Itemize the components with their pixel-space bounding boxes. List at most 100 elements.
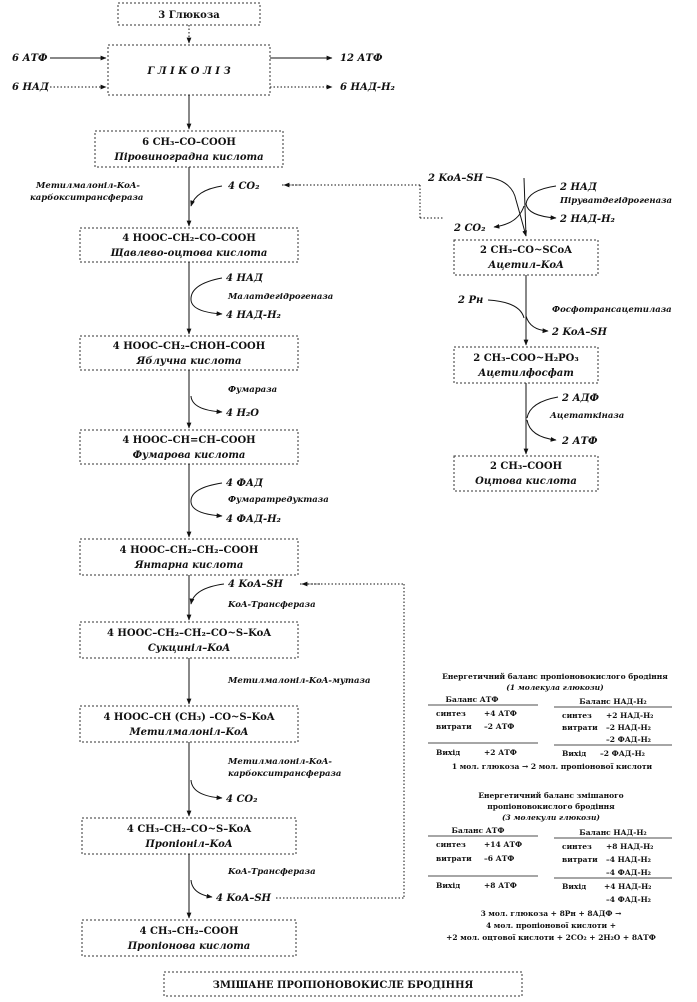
co2-in-curve [190,185,223,207]
b2-nad-out-k: Вихід [562,882,586,891]
enzyme-step-4: Фумаратредуктаза [228,495,329,505]
right-chain: 2 KoA–SH 2 НАД Піруватдегідрогеназа 2 НА… [420,173,672,492]
b1-atp-out-v: +2 АТФ [484,748,517,757]
footer-box [163,971,523,997]
co2-out-r1: 2 CO₂ [453,223,486,234]
atp-out-r3: 2 АТФ [561,436,598,447]
b1-title-2: (1 молекула глюкози) [506,683,604,692]
right-koa-curve [485,176,527,237]
box-fumarate [79,429,299,465]
b2-nad-r1-k: синтез [562,842,592,851]
fad-curve-4 [190,482,223,519]
box-propionyl-coa [81,817,297,855]
co2-out-curve [190,779,223,801]
formula-propionyl-coa: 4 CH₃–CH₂–CO~S–KoA [127,824,251,835]
enzyme-step-8: KoA-Трансфераза [227,867,316,877]
b1-nad-header: Баланс НАД-Н₂ [579,697,646,706]
b1-nad-r1-v: +2 НАД-Н₂ [606,711,653,720]
nad-curve-2 [190,277,223,317]
adp-in: 2 АДФ [561,393,599,404]
b2-nad-r3-v: –4 ФАД-Н₂ [606,868,651,877]
b2-atp-out-k: Вихід [436,881,460,890]
name-acetic-acid: Оцтова кислота [475,476,577,487]
box-acetyl-coa [453,239,599,276]
name-succinate: Янтарна кислота [134,560,244,571]
enzyme-r1: Піруватдегідрогеназа [559,196,672,206]
name-fumarate: Фумарова кислота [133,450,246,461]
atp-out-label: 12 АТФ [340,53,383,64]
name-acetyl-coa: Ацетил–KoA [487,260,564,271]
right-co2-curve [493,205,525,229]
b2-summary-2: 4 мол. пропіонової кислоти + [486,921,616,930]
balance-2: Енергетичний баланс змішаного пропіоново… [428,791,672,942]
b2-title-3: (3 молекули глюкози) [502,813,600,822]
koa-curve-5 [189,583,225,605]
box-acetylphosphate [453,346,599,384]
pn-curve [487,299,525,319]
co2-in-label: 4 CO₂ [228,181,260,192]
name-oxaloacetate: Щавлево-оцтова кислота [110,248,268,259]
fad-in-4: 4 ФАД [226,478,264,489]
nad-out-2: 4 НАД-Н₂ [226,310,282,321]
box-pyruvate [94,130,284,168]
koa-in-5: 4 KoA–SH [228,579,284,590]
balance-1: Енергетичний баланс пропіоновокислого бр… [428,672,672,771]
formula-acetic-acid: 2 CH₃–COOH [490,461,562,472]
enzyme-step-7b: карбокситрансфераза [228,768,341,779]
koa-in-r1: 2 KoA–SH [427,173,484,184]
nad-in-label: 6 НАД [12,82,50,93]
name-succinyl-coa: Сукциніл–KoA [148,643,231,654]
b1-nad-out-v: –2 ФАД-Н₂ [600,749,645,758]
koa-out: 4 KoA–SH [216,893,272,904]
atp-out-curve-r3 [526,419,557,442]
nad-out-label: 6 НАД-Н₂ [340,82,396,93]
adp-curve [526,396,559,419]
b2-nad-r1-v: +8 НАД-Н₂ [606,842,653,851]
koa-out-curve [190,879,213,899]
nad-in-r1: 2 НАД [559,182,598,193]
b1-summary: 1 мол. глюкоза → 2 мол. пропіонової кисл… [452,762,653,771]
enzyme-step-3: Фумараза [228,385,277,395]
b2-atp-r1-v: +14 АТФ [484,840,522,849]
b1-atp-r2-k: витрати [436,722,472,731]
b1-nad-out-k: Вихід [562,749,586,758]
b2-nad-out-v2: –4 ФАД-Н₂ [606,895,651,904]
b2-nad-out-v1: +4 НАД-Н₂ [604,882,651,891]
b2-nad-r2-k: витрати [562,855,598,864]
name-malate: Яблучна кислота [136,356,242,367]
name-acetylphosphate: Ацетилфосфат [477,368,574,379]
left-chain: 6 CH₃–CO–COOH Піровиноградна кислота 4 H… [79,130,299,957]
formula-acetylphosphate: 2 CH₃–COO~H₂PO₃ [473,353,578,364]
enzyme-step-5: KoA-Трансфераза [227,600,316,610]
b2-atp-out-v: +8 АТФ [484,881,517,890]
enzyme-step-7a: Метилмалоніл-KoA- [227,757,332,767]
b2-atp-r2-v: –6 АТФ [484,854,514,863]
name-methylmalonyl-coa: Метилмалоніл–KoA [129,727,249,738]
name-propionic-acid: Пропіонова кислота [127,941,251,952]
glucose-box [117,2,261,26]
box-propionic-acid [81,919,297,957]
b1-atp-r2-v: –2 АТФ [484,722,514,731]
enzyme-step-1a: Метилмалоніл-KoA- [35,181,140,191]
b2-nad-header: Баланс НАД-Н₂ [579,828,646,837]
b1-nad-r1-k: синтез [562,711,592,720]
b2-summary-1: 3 мол. глюкоза + 8Рн + 8АДФ → [481,909,622,918]
h2o-out: 4 H₂O [226,408,259,419]
box-succinyl-coa [79,621,299,659]
enzyme-r3: Ацетаткіназа [549,411,624,421]
koa-out-r2: 2 KoA–SH [551,327,608,338]
formula-oxaloacetate: 4 HOOC–CH₂–CO–COOH [122,233,256,244]
b1-nad-r2-k: витрати [562,723,598,732]
koa-out-curve-r2 [525,315,549,334]
footer-title: ЗМІШАНЕ ПРОПІОНОВОКИСЛЕ БРОДІННЯ [213,980,474,991]
enzyme-step-6: Метилмалоніл-KoA-мутаза [227,676,370,686]
formula-fumarate: 4 HOOC–CH=CH–COOH [122,435,255,446]
nadh-out-r1: 2 НАД-Н₂ [559,214,616,225]
enzyme-step-1b: карбокситрансфераза [30,192,143,203]
box-succinate [79,538,299,576]
enzyme-r2: Фосфотрансацетилаза [552,305,672,315]
b2-atp-r2-k: витрати [436,854,472,863]
b2-title-2: пропіоновокислого бродіння [487,802,615,811]
formula-pyruvate: 6 CH₃–CO–COOH [142,137,236,148]
box-oxaloacetate [79,227,299,263]
